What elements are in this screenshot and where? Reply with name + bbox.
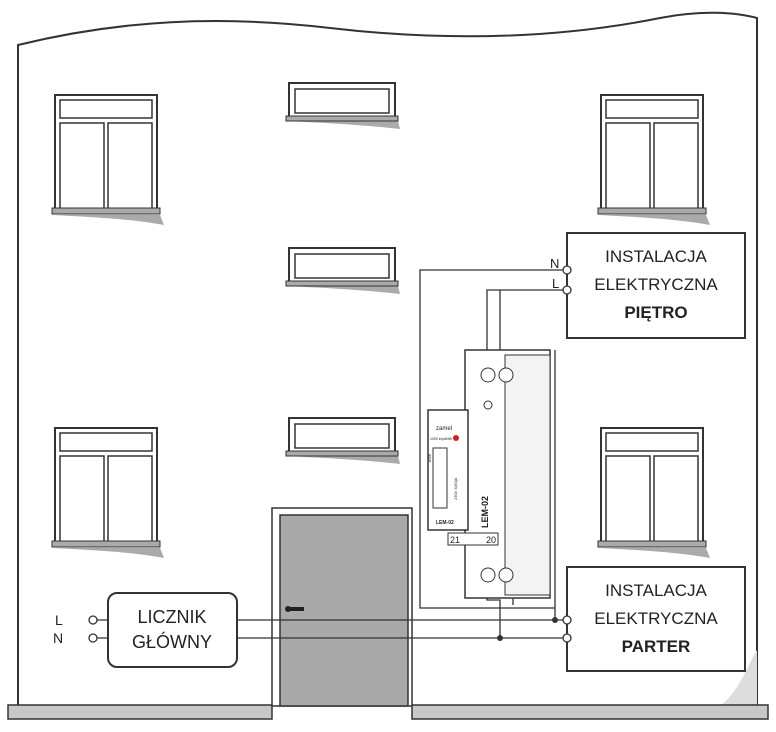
window [597, 94, 710, 225]
svg-text:ELEKTRYCZNA: ELEKTRYCZNA [594, 275, 718, 294]
svg-text:INSTALACJA: INSTALACJA [605, 581, 707, 600]
terminal-21: 21 [450, 535, 460, 545]
submeter-lem02: zamel LEM-02 1000 imp/kWh 230V 5(50)A kW… [427, 349, 551, 599]
main-meter-box: LICZNIK GŁÓWNY L N [53, 592, 238, 668]
window [51, 94, 164, 225]
svg-text:PARTER: PARTER [622, 637, 691, 656]
door-handle [286, 607, 304, 611]
ground-installation-box: INSTALACJA ELEKTRYCZNA PARTER [562, 566, 746, 672]
small-window [285, 82, 400, 129]
ground-right [411, 704, 769, 720]
building-corner-shadow [720, 650, 757, 706]
svg-text:L: L [55, 612, 63, 628]
ground-left [7, 704, 273, 720]
svg-text:LICZNIK: LICZNIK [137, 607, 206, 627]
model-side-label: LEM-02 [480, 496, 490, 528]
led-indicator [453, 435, 459, 441]
svg-text:GŁÓWNY: GŁÓWNY [132, 631, 212, 652]
svg-text:ELEKTRYCZNA: ELEKTRYCZNA [594, 609, 718, 628]
unit-label: kWh [427, 454, 432, 462]
windows [51, 94, 710, 558]
model-label: LEM-02 [436, 520, 454, 526]
svg-text:PIĘTRO: PIĘTRO [624, 303, 687, 322]
small-window [285, 417, 400, 464]
door [271, 507, 413, 707]
floor-installation-box: INSTALACJA ELEKTRYCZNA PIĘTRO N L [550, 232, 746, 339]
small-window [285, 247, 400, 294]
building-outline [17, 11, 758, 706]
terminal-20: 20 [486, 535, 496, 545]
svg-text:L: L [552, 276, 559, 291]
svg-text:N: N [53, 630, 63, 646]
impulses-label: 1000 imp/kWh [430, 437, 452, 441]
svg-text:INSTALACJA: INSTALACJA [605, 247, 707, 266]
brand-label: zamel [436, 426, 452, 432]
svg-text:N: N [550, 256, 559, 271]
window [51, 427, 164, 558]
small-windows [285, 82, 400, 464]
rating-label: 230V 5(50)A [453, 477, 458, 500]
window [597, 427, 710, 558]
